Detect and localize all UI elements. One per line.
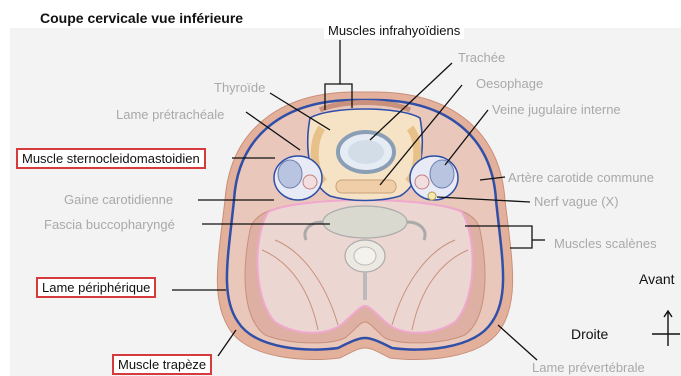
orientation-compass (652, 311, 680, 346)
orientation-front-label: Avant (639, 271, 675, 287)
label-prevertebral-lamina: Lame prévertébrale (532, 360, 645, 375)
right-carotid (415, 175, 429, 189)
label-common-carotid-artery: Artère carotide commune (508, 170, 654, 185)
label-oesophagus: Oesophage (476, 76, 543, 91)
label-pretracheal-lamina: Lame prétrachéale (116, 107, 224, 122)
label-carotid-sheath: Gaine carotidienne (64, 192, 173, 207)
label-vagus-nerve: Nerf vague (X) (534, 194, 619, 209)
left-carotid (303, 175, 317, 189)
label-trachea: Trachée (458, 50, 505, 65)
right-ijv (430, 160, 454, 188)
label-infrahyoid-muscles: Muscles infrahyoïdiens (324, 22, 464, 39)
vertebral-body (323, 206, 407, 238)
label-sternocleidomastoid: Muscle sternocleidomastoidien (16, 148, 206, 169)
label-thyroid: Thyroïde (214, 80, 265, 95)
label-scalene-muscles: Muscles scalènes (554, 236, 657, 251)
label-buccopharyngeal-fascia: Fascia buccopharyngé (44, 217, 175, 232)
oesophagus-shape (336, 180, 396, 193)
page-title: Coupe cervicale vue inférieure (40, 10, 243, 26)
right-vagus (428, 192, 436, 200)
left-ijv (278, 160, 302, 188)
orientation-right-label: Droite (571, 326, 608, 342)
label-internal-jugular-vein: Veine jugulaire interne (492, 102, 621, 117)
label-trapezius: Muscle trapèze (112, 354, 212, 375)
spinal-cord (354, 247, 376, 265)
label-peripheral-lamina: Lame périphérique (36, 277, 156, 298)
